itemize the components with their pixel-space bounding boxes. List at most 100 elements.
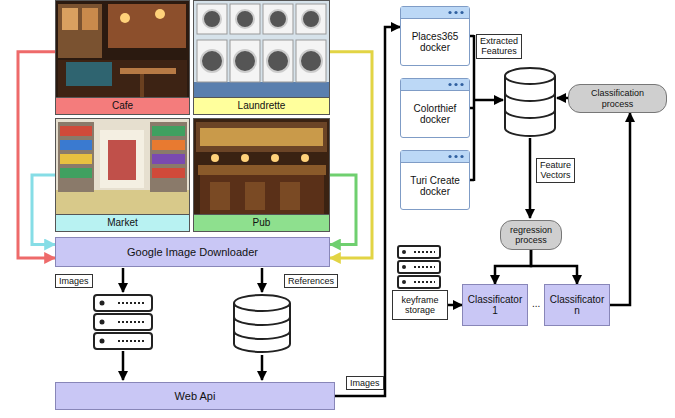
washer (197, 40, 227, 82)
flow-arrow (261, 268, 264, 292)
window-bar (401, 151, 469, 163)
keyframe-server-icon (398, 246, 440, 288)
database-ring (505, 93, 555, 118)
washer-door (203, 10, 221, 28)
goods (152, 168, 185, 178)
window-dot (460, 83, 463, 86)
connector-arrow (18, 52, 55, 258)
window-bar (401, 79, 469, 91)
washer (263, 40, 293, 82)
flow-label: Images (55, 274, 93, 288)
cafe-photo (55, 0, 190, 98)
server-unit (94, 314, 152, 330)
process-box: Classificator n (544, 284, 610, 326)
server-unit (398, 261, 440, 273)
label-band: Cafe (56, 97, 189, 114)
goods (60, 140, 92, 150)
photo-floor (58, 60, 187, 98)
window-dot (454, 83, 457, 86)
flow-label: References (284, 274, 338, 288)
window-body: Turi Create docker (401, 163, 469, 209)
bar-panel (280, 182, 300, 210)
washer-door (302, 10, 320, 28)
process-box: Google Image Downloader (55, 237, 330, 267)
washer (197, 4, 227, 34)
photo-lamp (120, 13, 130, 23)
photo-ground (193, 118, 330, 218)
connector-arrow (531, 250, 577, 284)
photo-lamp (301, 154, 309, 162)
goods (152, 154, 185, 164)
back-bar (196, 122, 327, 152)
photo-table-leg (140, 74, 144, 98)
flow-arrow (474, 99, 503, 102)
node-text: Cafe (112, 100, 133, 112)
node-text: Colorthief docker (404, 103, 466, 126)
storage-box: keyframe storage (392, 290, 448, 320)
photo-table (120, 68, 176, 74)
washer-door (201, 50, 223, 72)
server-vent (414, 266, 435, 268)
photo-lamp (155, 9, 165, 19)
node-text: keyframe storage (396, 295, 444, 316)
window-body: Places365 docker (401, 19, 469, 65)
node-text: Turi Create docker (404, 175, 466, 198)
process-box: Classificator 1 (462, 284, 528, 326)
washer (296, 40, 326, 82)
docker-window: Places365 docker (400, 6, 470, 66)
connector-arrow (448, 304, 462, 307)
window-dot (460, 155, 463, 158)
server-vent (414, 251, 435, 253)
photo-tile: Laundrette (193, 0, 330, 115)
photo-tile: Market (55, 118, 190, 232)
window-dots (446, 151, 466, 162)
window-dot (448, 11, 451, 14)
server-unit (94, 295, 152, 311)
window-body: Colorthief docker (401, 91, 469, 137)
server-unit (398, 276, 440, 288)
washer (296, 4, 326, 34)
photo-pane (82, 8, 98, 30)
flow-label: Feature Vectors (536, 158, 575, 183)
washer-door (269, 10, 287, 28)
photo-tile: Cafe (55, 0, 190, 115)
window-dot (460, 11, 463, 14)
docker-window: Colorthief docker (400, 78, 470, 138)
label-band: Market (56, 214, 189, 231)
washer (230, 40, 260, 82)
node-text: Laundrette (238, 100, 286, 112)
server-led (402, 280, 406, 284)
photo-lamp (241, 154, 249, 162)
photo-lamp (271, 154, 279, 162)
label-band: Pub (194, 214, 329, 231)
washer-door (234, 50, 256, 72)
docker-window: Turi Create docker (400, 150, 470, 210)
window-dots (446, 7, 466, 18)
photo-window (58, 4, 102, 58)
server-led (100, 320, 105, 325)
bar-front (200, 175, 324, 218)
node-text: Google Image Downloader (127, 246, 258, 259)
connector-arrow (32, 175, 55, 245)
shelf (150, 122, 187, 192)
flow-label: Extracted Features (476, 34, 522, 59)
flow-arrow (122, 351, 125, 380)
node-text: Market (107, 217, 138, 229)
window-dot (448, 83, 451, 86)
flow-arrow (122, 268, 125, 292)
goods (60, 126, 92, 136)
aisle (100, 130, 144, 188)
goods (152, 126, 185, 136)
photo-lamp (211, 154, 219, 162)
laundrette-photo (193, 0, 330, 98)
window-bar (401, 7, 469, 19)
process-box: Web Api (55, 382, 335, 410)
goods (60, 168, 92, 178)
bottles (200, 128, 323, 146)
photo-ground (193, 0, 330, 98)
connector-arrow (330, 175, 356, 245)
node-text: regression process (507, 225, 555, 246)
window-dots (446, 79, 466, 90)
